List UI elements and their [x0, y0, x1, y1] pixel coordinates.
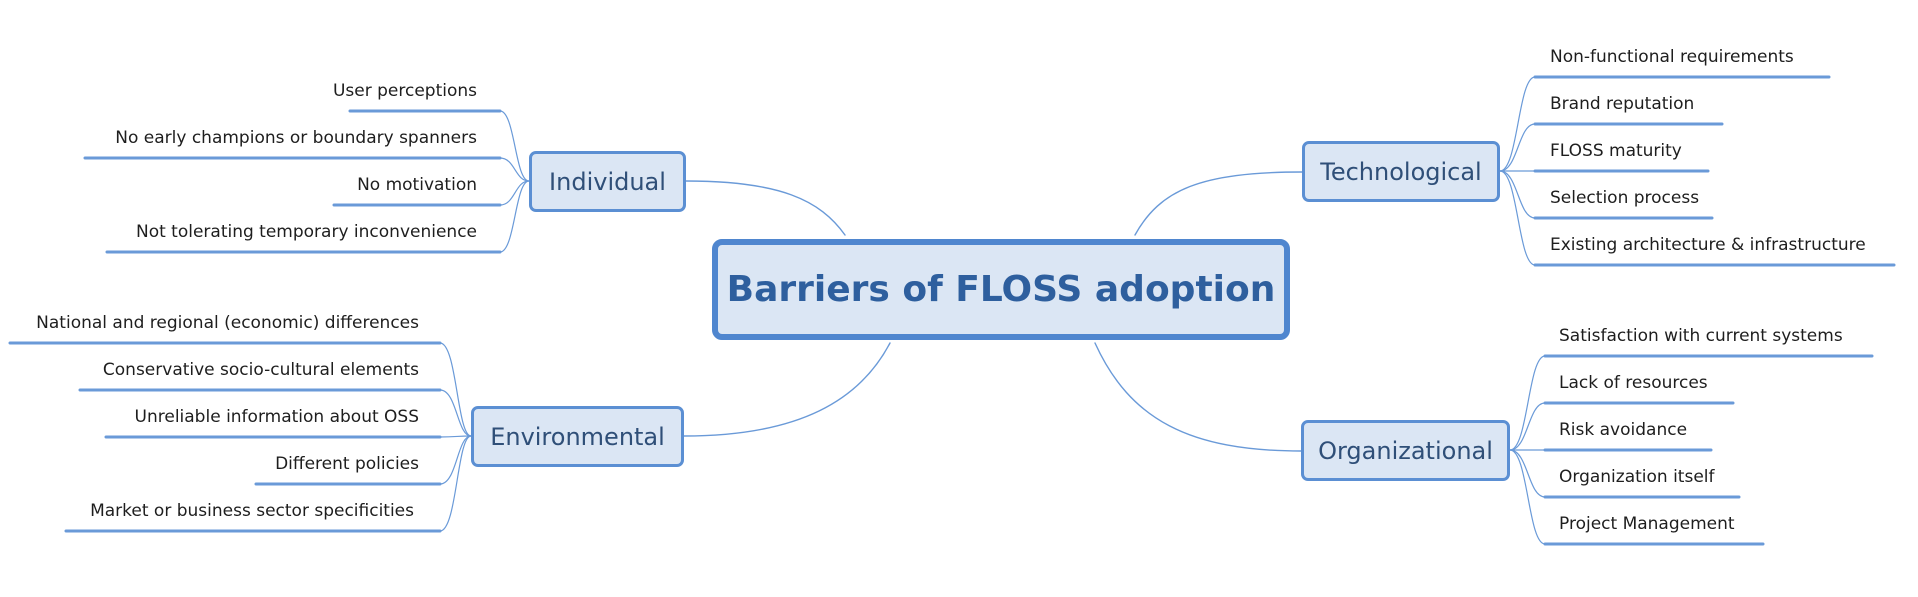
subtopic-existing-architecture[interactable]: Existing architecture & infrastructure — [1550, 235, 1866, 255]
subtopic-national-regional-differences[interactable]: National and regional (economic) differe… — [36, 313, 419, 333]
branch-organizational[interactable]: Organizational — [1301, 420, 1510, 481]
connector-technological-4 — [1499, 170, 1536, 266]
central-topic-label: Barriers of FLOSS adoption — [726, 269, 1276, 310]
connector-environmental-0 — [439, 342, 472, 437]
connector-organizational-4 — [1509, 449, 1546, 545]
subtopic-non-functional-requirements[interactable]: Non-functional requirements — [1550, 47, 1794, 67]
subtopic-no-motivation[interactable]: No motivation — [357, 175, 477, 195]
subtopic-organization-itself[interactable]: Organization itself — [1559, 467, 1715, 487]
connector-technological-1 — [1499, 123, 1536, 172]
subtopic-lack-of-resources[interactable]: Lack of resources — [1559, 373, 1708, 393]
subtopic-satisfaction-current-systems[interactable]: Satisfaction with current systems — [1559, 326, 1843, 346]
connector-organizational-0 — [1509, 355, 1546, 451]
subtopic-not-tolerating-inconvenience[interactable]: Not tolerating temporary inconvenience — [135, 222, 477, 242]
connector-organizational-3 — [1509, 449, 1546, 498]
branch-technological-label: Technological — [1320, 157, 1482, 186]
connector-individual-1 — [499, 157, 530, 182]
subtopic-market-business-sector[interactable]: Market or business sector specificities — [90, 501, 414, 521]
subtopic-floss-maturity[interactable]: FLOSS maturity — [1550, 141, 1682, 161]
subtopic-unreliable-information[interactable]: Unreliable information about OSS — [134, 407, 419, 427]
subtopic-brand-reputation[interactable]: Brand reputation — [1550, 94, 1695, 114]
subtopic-project-management[interactable]: Project Management — [1559, 514, 1735, 534]
connector-environmental-2 — [439, 435, 472, 438]
connector-individual-3 — [499, 180, 530, 253]
branch-environmental-label: Environmental — [490, 422, 665, 451]
branch-organizational-label: Organizational — [1318, 436, 1493, 465]
connector-organizational-1 — [1509, 402, 1546, 451]
connector-central-organizational — [1094, 342, 1302, 452]
subtopic-risk-avoidance[interactable]: Risk avoidance — [1559, 420, 1688, 440]
subtopic-no-early-champions[interactable]: No early champions or boundary spanners — [115, 128, 477, 148]
branch-environmental[interactable]: Environmental — [471, 406, 684, 467]
branch-individual[interactable]: Individual — [529, 151, 686, 212]
central-topic[interactable]: Barriers of FLOSS adoption — [712, 239, 1290, 340]
subtopic-user-perceptions[interactable]: User perceptions — [332, 81, 477, 101]
connector-technological-0 — [1499, 76, 1536, 172]
connector-environmental-4 — [439, 435, 472, 532]
connector-individual-0 — [499, 110, 530, 182]
connector-environmental-3 — [439, 435, 472, 485]
branch-individual-label: Individual — [549, 167, 666, 196]
connector-environmental-1 — [439, 389, 472, 437]
connector-central-individual — [685, 180, 846, 236]
connector-central-environmental — [683, 342, 891, 437]
subtopic-conservative-socio-cultural[interactable]: Conservative socio-cultural elements — [102, 360, 419, 380]
subtopic-different-policies[interactable]: Different policies — [275, 454, 419, 474]
subtopic-selection-process[interactable]: Selection process — [1550, 188, 1700, 208]
connector-technological-3 — [1499, 170, 1536, 219]
connector-central-technological — [1134, 171, 1303, 236]
branch-technological[interactable]: Technological — [1302, 141, 1500, 202]
